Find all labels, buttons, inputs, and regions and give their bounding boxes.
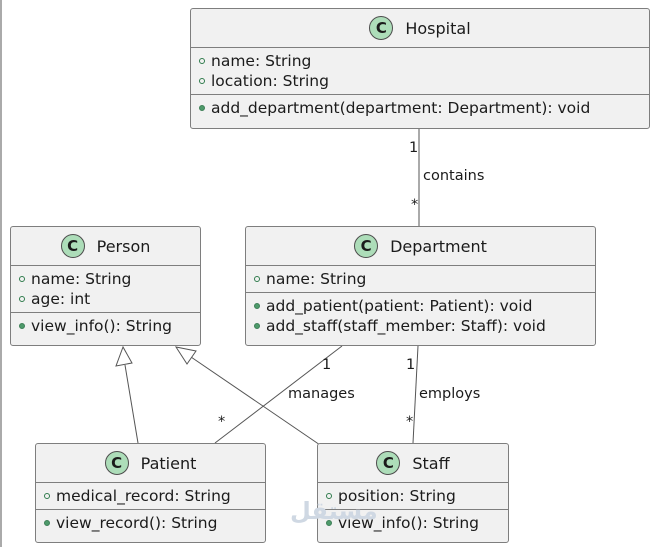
public-method-icon — [19, 323, 25, 329]
public-field-icon — [254, 276, 260, 282]
employs-source-multiplicity: 1 — [406, 357, 416, 373]
attribute-row: position: String — [326, 486, 508, 506]
class-header: C Staff — [318, 444, 508, 483]
class-name: Staff — [412, 453, 450, 473]
attributes-section: medical_record: String — [36, 483, 265, 510]
attribute-row: age: int — [19, 289, 200, 309]
class-name: Person — [96, 236, 151, 256]
method-row: view_info(): String — [326, 513, 508, 533]
public-method-icon — [44, 520, 50, 526]
methods-section: view_record(): String — [36, 510, 265, 536]
attribute-row: name: String — [254, 269, 595, 289]
staff-inheritance-arrowhead — [174, 346, 197, 365]
patient-inheritance-line — [124, 364, 139, 444]
class-c-icon: C — [369, 16, 394, 40]
method-row: add_department(department: Department): … — [199, 98, 649, 118]
public-field-icon — [19, 296, 25, 302]
employs-label: employs — [419, 386, 481, 402]
class-c-icon: C — [60, 234, 85, 258]
employs-target-multiplicity: * — [406, 414, 414, 430]
attributes-section: position: String — [318, 483, 508, 510]
class-header: C Person — [11, 227, 200, 266]
method-row: view_info(): String — [19, 316, 200, 336]
public-field-icon — [326, 493, 332, 499]
public-field-icon — [19, 276, 25, 282]
methods-section: view_info(): String — [11, 313, 200, 339]
manages-label: manages — [288, 386, 355, 402]
class-header: C Patient — [36, 444, 265, 483]
method-row: view_record(): String — [44, 513, 265, 533]
public-method-icon — [199, 105, 205, 111]
public-method-icon — [254, 323, 260, 329]
class-staff[interactable]: C Staff position: String view_info(): St… — [317, 443, 509, 543]
manages-target-multiplicity: * — [218, 414, 226, 430]
class-person[interactable]: C Person name: String age: int view_info… — [10, 226, 201, 346]
class-c-icon: C — [354, 234, 379, 258]
public-field-icon — [199, 58, 205, 64]
contains-label: contains — [423, 168, 485, 184]
attributes-section: name: String location: String — [191, 48, 649, 95]
attribute-row: location: String — [199, 71, 649, 91]
class-name: Department — [390, 236, 487, 256]
attribute-row: medical_record: String — [44, 486, 265, 506]
manages-source-multiplicity: 1 — [322, 357, 332, 373]
attributes-section: name: String — [246, 266, 595, 293]
contains-target-multiplicity: * — [411, 197, 419, 213]
staff-inheritance-line — [190, 356, 324, 448]
attributes-section: name: String age: int — [11, 266, 200, 313]
class-name: Patient — [140, 453, 197, 473]
methods-section: view_info(): String — [318, 510, 508, 536]
class-c-icon: C — [104, 451, 129, 475]
attribute-row: name: String — [19, 269, 200, 289]
class-c-icon: C — [376, 451, 401, 475]
watermark: مستقل — [290, 497, 378, 525]
method-row: add_patient(patient: Patient): void — [254, 296, 595, 316]
public-method-icon — [326, 520, 332, 526]
public-field-icon — [199, 78, 205, 84]
methods-section: add_patient(patient: Patient): void add_… — [246, 293, 595, 339]
public-field-icon — [44, 493, 50, 499]
class-hospital[interactable]: C Hospital name: String location: String… — [190, 8, 650, 129]
public-method-icon — [254, 303, 260, 309]
class-patient[interactable]: C Patient medical_record: String view_re… — [35, 443, 266, 543]
attribute-row: name: String — [199, 51, 649, 71]
class-department[interactable]: C Department name: String add_patient(pa… — [245, 226, 596, 346]
contains-source-multiplicity: 1 — [409, 140, 419, 156]
patient-inheritance-arrowhead — [115, 345, 133, 367]
methods-section: add_department(department: Department): … — [191, 95, 649, 121]
class-header: C Department — [246, 227, 595, 266]
class-name: Hospital — [405, 18, 471, 38]
method-row: add_staff(staff_member: Staff): void — [254, 316, 595, 336]
class-header: C Hospital — [191, 9, 649, 48]
